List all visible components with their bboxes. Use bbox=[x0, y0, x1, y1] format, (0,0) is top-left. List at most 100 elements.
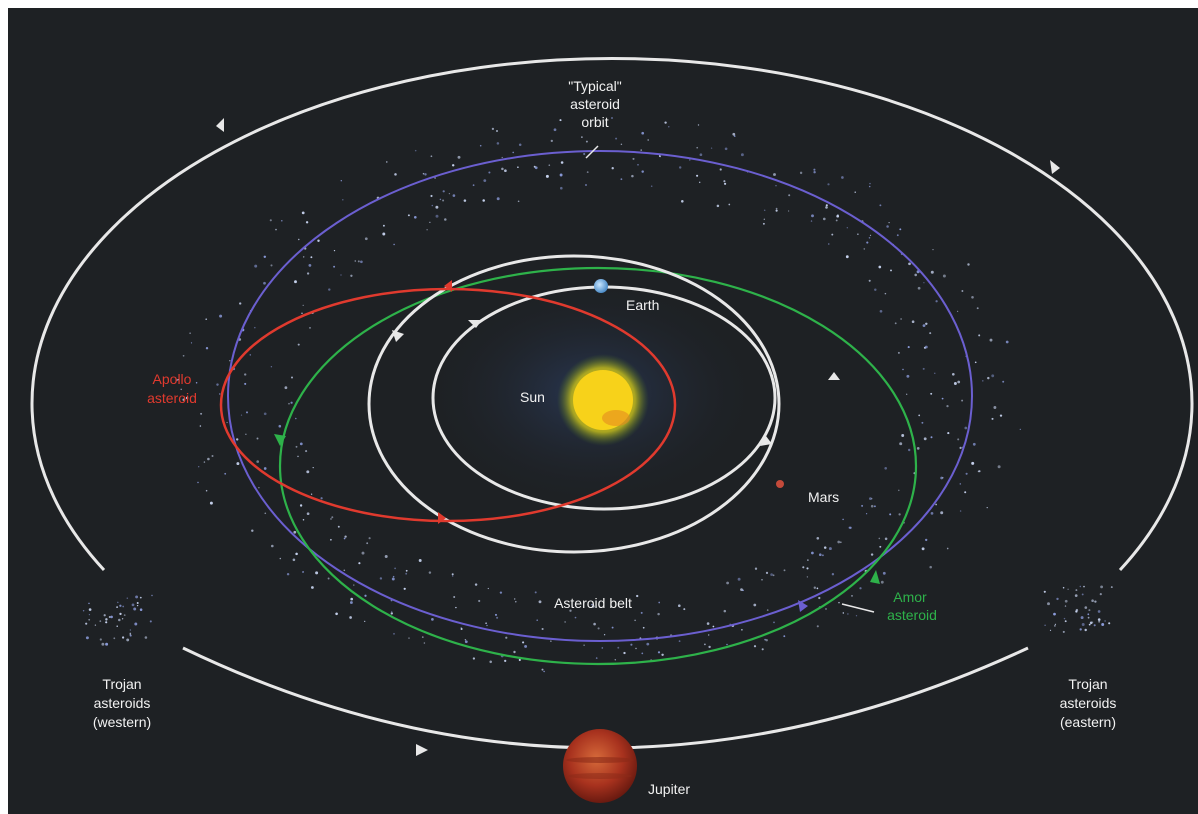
asteroid-dot bbox=[884, 537, 888, 541]
asteroid-dot bbox=[85, 622, 88, 625]
asteroid-dot bbox=[637, 163, 639, 166]
asteroid-dot bbox=[518, 143, 522, 146]
asteroid-dot bbox=[921, 547, 925, 551]
asteroid-dot bbox=[586, 171, 589, 173]
asteroid-dot bbox=[1084, 606, 1088, 609]
asteroid-dot bbox=[878, 537, 881, 540]
asteroid-dot bbox=[1080, 616, 1084, 620]
asteroid-dot bbox=[495, 129, 499, 133]
asteroid-dot bbox=[902, 368, 904, 371]
asteroid-dot bbox=[299, 442, 303, 446]
asteroid-dot bbox=[989, 338, 993, 342]
asteroid-dot bbox=[1019, 428, 1021, 431]
asteroid-dot bbox=[245, 411, 249, 414]
asteroid-dot bbox=[657, 612, 660, 616]
trojan-east-dots bbox=[1043, 585, 1113, 633]
asteroid-dot bbox=[868, 279, 871, 282]
label-trojan-east-1: Trojan bbox=[1068, 676, 1107, 692]
asteroid-dot bbox=[908, 262, 911, 266]
asteroid-dot bbox=[835, 219, 838, 222]
asteroid-dot bbox=[472, 657, 476, 660]
asteroid-dot bbox=[358, 562, 361, 565]
asteroid-dot bbox=[134, 622, 138, 626]
asteroid-dot bbox=[641, 131, 645, 135]
asteroid-dot bbox=[704, 643, 706, 646]
asteroid-dot bbox=[264, 512, 267, 515]
asteroid-dot bbox=[353, 584, 355, 586]
asteroid-dot bbox=[869, 497, 872, 500]
asteroid-dot bbox=[1005, 340, 1009, 344]
asteroid-dot bbox=[585, 140, 588, 143]
asteroid-dot bbox=[88, 608, 92, 611]
asteroid-dot bbox=[907, 346, 910, 349]
amor-pointer bbox=[841, 603, 875, 613]
asteroid-dot bbox=[483, 179, 487, 182]
asteroid-dot bbox=[270, 366, 273, 368]
asteroid-dot bbox=[961, 290, 964, 292]
asteroid-dot bbox=[783, 569, 786, 572]
asteroid-dot bbox=[581, 136, 583, 138]
asteroid-dot bbox=[837, 540, 841, 544]
asteroid-dot bbox=[442, 199, 445, 202]
label-amor-1: Amor bbox=[893, 589, 927, 605]
asteroid-dot bbox=[657, 651, 661, 654]
asteroid-dot bbox=[696, 174, 699, 177]
asteroid-dot bbox=[333, 249, 336, 252]
asteroid-dot bbox=[350, 274, 353, 277]
asteroid-dot bbox=[914, 273, 917, 277]
asteroid-dot bbox=[906, 374, 910, 378]
asteroid-dot bbox=[1097, 618, 1101, 621]
asteroid-dot bbox=[312, 466, 314, 469]
asteroid-dot bbox=[263, 281, 266, 285]
asteroid-dot bbox=[1062, 630, 1065, 633]
asteroid-dot bbox=[615, 137, 618, 140]
asteroid-dot bbox=[254, 264, 258, 268]
arrow-icon bbox=[798, 600, 808, 612]
asteroid-dot bbox=[182, 398, 185, 401]
asteroid-dot bbox=[710, 147, 713, 149]
asteroid-dot bbox=[99, 620, 102, 622]
asteroid-dot bbox=[236, 462, 240, 466]
asteroid-dot bbox=[218, 393, 221, 395]
arrow-icon bbox=[274, 434, 286, 446]
earth bbox=[594, 279, 608, 293]
asteroid-dot bbox=[517, 166, 519, 169]
asteroid-dot bbox=[971, 461, 975, 465]
asteroid-dot bbox=[845, 255, 849, 259]
asteroid-dot bbox=[765, 571, 769, 575]
asteroid-dot bbox=[116, 625, 118, 628]
asteroid-dot bbox=[99, 638, 102, 641]
asteroid-dot bbox=[879, 545, 882, 548]
asteroid-dot bbox=[816, 625, 819, 628]
asteroid-dot bbox=[884, 467, 887, 470]
asteroid-dot bbox=[524, 644, 528, 648]
asteroid-dot bbox=[88, 618, 91, 621]
asteroid-dot bbox=[198, 466, 200, 468]
asteroid-dot bbox=[534, 591, 537, 594]
asteroid-dot bbox=[302, 519, 305, 521]
asteroid-dot bbox=[414, 149, 417, 152]
asteroid-dot bbox=[574, 616, 577, 619]
asteroid-dot bbox=[923, 437, 927, 441]
asteroid-dot bbox=[263, 412, 267, 416]
asteroid-dot bbox=[422, 172, 425, 175]
asteroid-dot bbox=[538, 600, 542, 604]
asteroid-dot bbox=[878, 265, 882, 269]
asteroid-dot bbox=[205, 489, 208, 492]
asteroid-dot bbox=[421, 636, 424, 638]
asteroid-dot bbox=[123, 614, 126, 616]
asteroid-dot bbox=[486, 624, 488, 627]
asteroid-dot bbox=[857, 233, 859, 235]
asteroid-dot bbox=[488, 171, 491, 174]
asteroid-dot bbox=[1075, 589, 1078, 592]
asteroid-dot bbox=[1079, 628, 1082, 631]
asteroid-dot bbox=[866, 241, 869, 244]
asteroid-dot bbox=[923, 282, 925, 284]
asteroid-dot bbox=[851, 594, 853, 597]
asteroid-dot bbox=[783, 635, 786, 638]
sun-spot bbox=[602, 410, 630, 426]
asteroid-dot bbox=[723, 609, 727, 613]
asteroid-dot bbox=[837, 214, 839, 216]
asteroid-dot bbox=[464, 640, 468, 644]
asteroid-dot bbox=[564, 621, 566, 623]
